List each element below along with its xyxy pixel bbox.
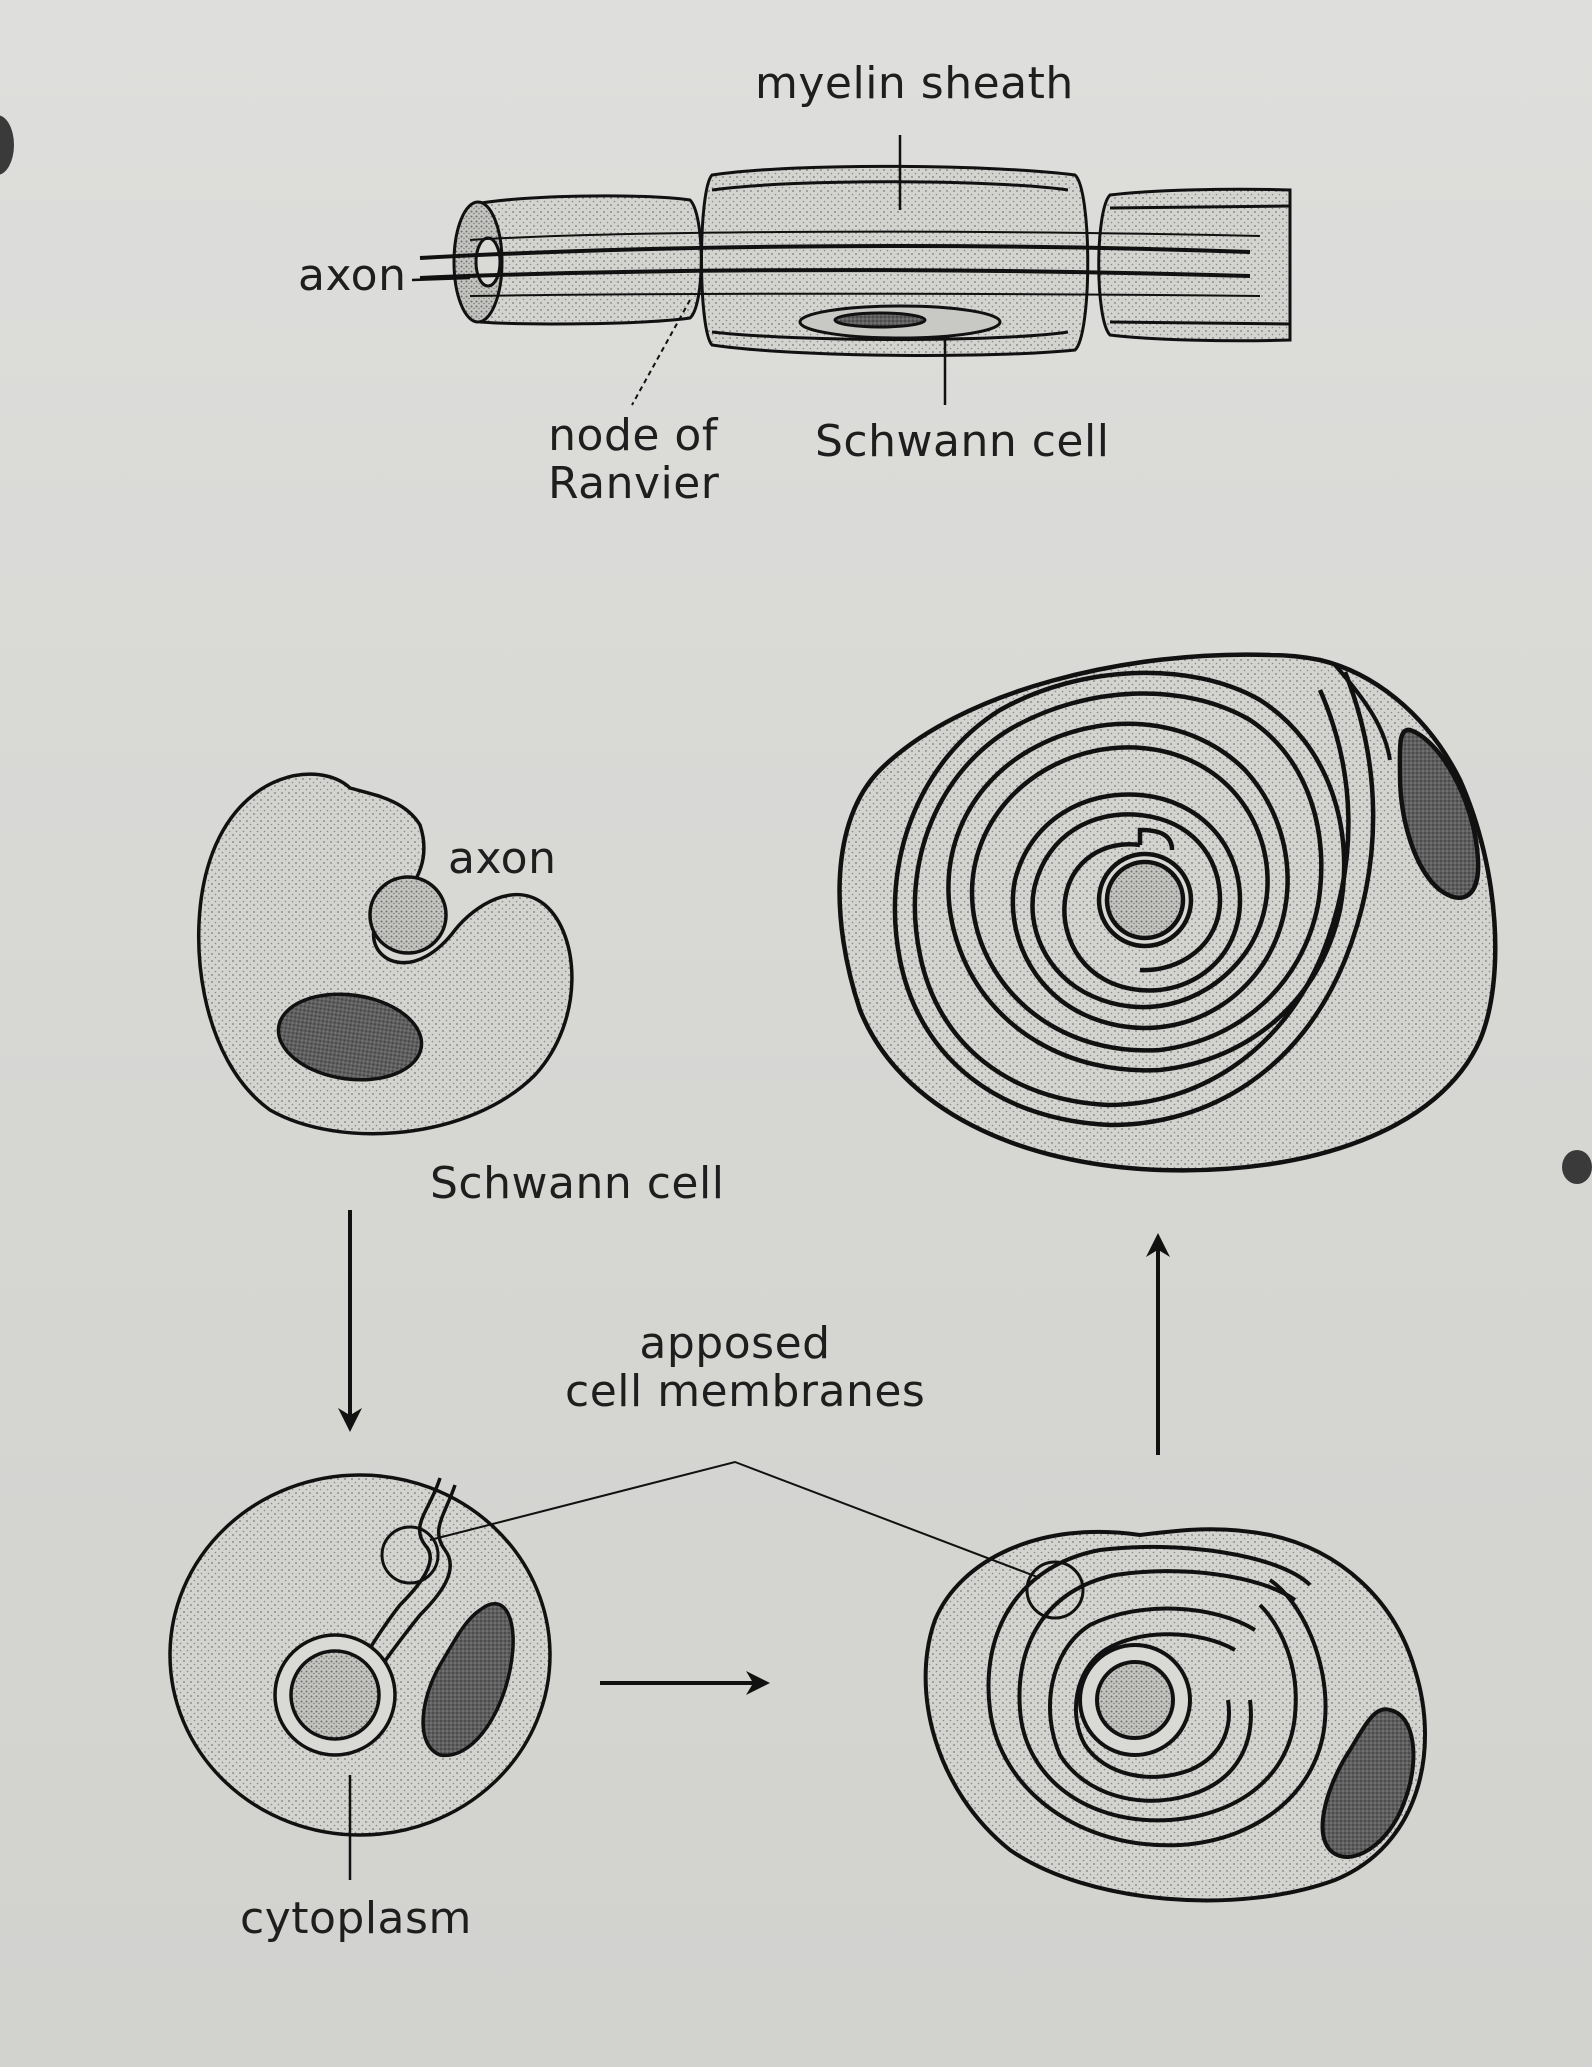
schwann-nucleus-stage2 <box>1320 1707 1416 1859</box>
label-node-of-ranvier-line1: node of <box>548 410 718 461</box>
axon-stage2 <box>1095 1660 1175 1740</box>
apposed-membranes-circle-right <box>1025 1560 1085 1620</box>
binder-hole-top <box>0 115 14 175</box>
myelin-spiral <box>892 670 1376 1128</box>
axon-initial <box>368 875 448 955</box>
apposed-membranes-leader <box>429 1460 1041 1579</box>
binder-hole-right <box>1562 1150 1592 1184</box>
label-myelin-sheath: myelin sheath <box>755 58 1074 109</box>
right-myelin-segment <box>1097 187 1292 343</box>
label-cytoplasm: cytoplasm <box>240 1893 472 1944</box>
node-of-ranvier-leader <box>631 299 691 406</box>
label-axon-top: axon <box>298 250 407 301</box>
left-myelin-segment <box>469 194 703 326</box>
label-node-of-ranvier-line2: Ranvier <box>548 458 720 510</box>
middle-myelin-segment <box>700 164 1090 357</box>
schwann-cell-body-initial <box>196 772 574 1136</box>
label-schwann-cell-top: Schwann cell <box>815 416 1110 467</box>
schwann-cell-wrap-stage1 <box>168 1473 552 1880</box>
label-apposed-line2: cell membranes <box>565 1366 926 1418</box>
myelinated-axon-segment <box>411 135 1292 406</box>
axon-core-lines <box>419 243 1251 260</box>
schwann-cell-wrap-stage2 <box>923 1527 1427 1903</box>
axon-stage1 <box>289 1649 381 1741</box>
axon-top-leader <box>411 276 471 282</box>
label-apposed-cell-membranes: apposed cell membranes <box>565 1318 926 1418</box>
label-apposed-line1: apposed <box>639 1318 831 1369</box>
schwann-cell-initial <box>196 772 574 1136</box>
axon-final <box>1104 859 1186 941</box>
label-node-of-ranvier: node of Ranvier <box>548 410 720 510</box>
apposed-membranes-circle-left <box>380 1525 440 1585</box>
label-axon-mid: axon <box>448 833 557 884</box>
label-schwann-cell-mid: Schwann cell <box>430 1158 725 1209</box>
schwann-cell-myelinated <box>837 652 1498 1173</box>
schwann-nucleus-initial <box>276 992 424 1082</box>
schwann-nucleus-final <box>1397 727 1481 900</box>
schwann-nucleus-stage1 <box>421 1602 515 1758</box>
